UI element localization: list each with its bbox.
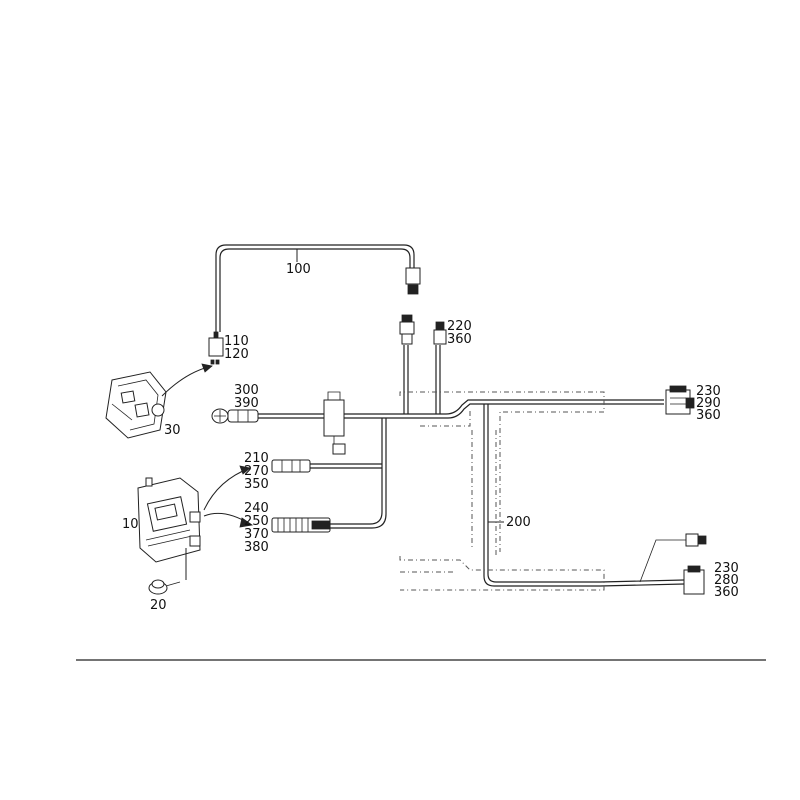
callout-230-b: 230 xyxy=(714,561,739,576)
callout-10: 10 xyxy=(122,517,139,532)
junction-block xyxy=(323,399,345,437)
callout-110: 110 xyxy=(224,334,249,349)
callout-360-c: 360 xyxy=(714,585,739,600)
callout-230-a: 230 xyxy=(696,384,721,399)
callout-100: 100 xyxy=(286,262,311,277)
connector-110 xyxy=(208,337,224,357)
callout-360-b: 360 xyxy=(696,408,721,423)
callout-390: 390 xyxy=(234,396,259,411)
control-unit-10 xyxy=(137,477,201,563)
connector-upper-left xyxy=(399,321,415,335)
callout-220: 220 xyxy=(447,319,472,334)
callout-290: 290 xyxy=(696,396,721,411)
connector-100-pins xyxy=(407,284,419,295)
harness-outline xyxy=(399,391,605,591)
connector-210 xyxy=(271,459,311,473)
connector-230-upper xyxy=(665,385,695,415)
callout-360-a: 360 xyxy=(447,332,472,347)
connector-220-group xyxy=(399,314,447,345)
callout-240: 240 xyxy=(244,501,269,516)
callout-210: 210 xyxy=(244,451,269,466)
callout-370: 370 xyxy=(244,527,269,542)
connector-220 xyxy=(433,329,447,345)
connector-100-top xyxy=(405,267,421,285)
callout-20: 20 xyxy=(150,598,167,613)
callout-120: 120 xyxy=(224,347,249,362)
harness-100 xyxy=(208,244,421,365)
connector-230-lower xyxy=(683,533,707,595)
callout-200: 200 xyxy=(506,515,531,530)
callout-350: 350 xyxy=(244,477,269,492)
callout-250: 250 xyxy=(244,514,269,529)
callout-300: 300 xyxy=(234,383,259,398)
part-30-block xyxy=(105,371,167,439)
bolt-20 xyxy=(148,579,181,595)
connector-240 xyxy=(271,517,331,533)
main-harness xyxy=(258,345,690,587)
callout-280: 280 xyxy=(714,573,739,588)
callout-380: 380 xyxy=(244,540,269,555)
sensor-300 xyxy=(211,408,259,424)
callout-30: 30 xyxy=(164,423,181,438)
callout-270: 270 xyxy=(244,464,269,479)
